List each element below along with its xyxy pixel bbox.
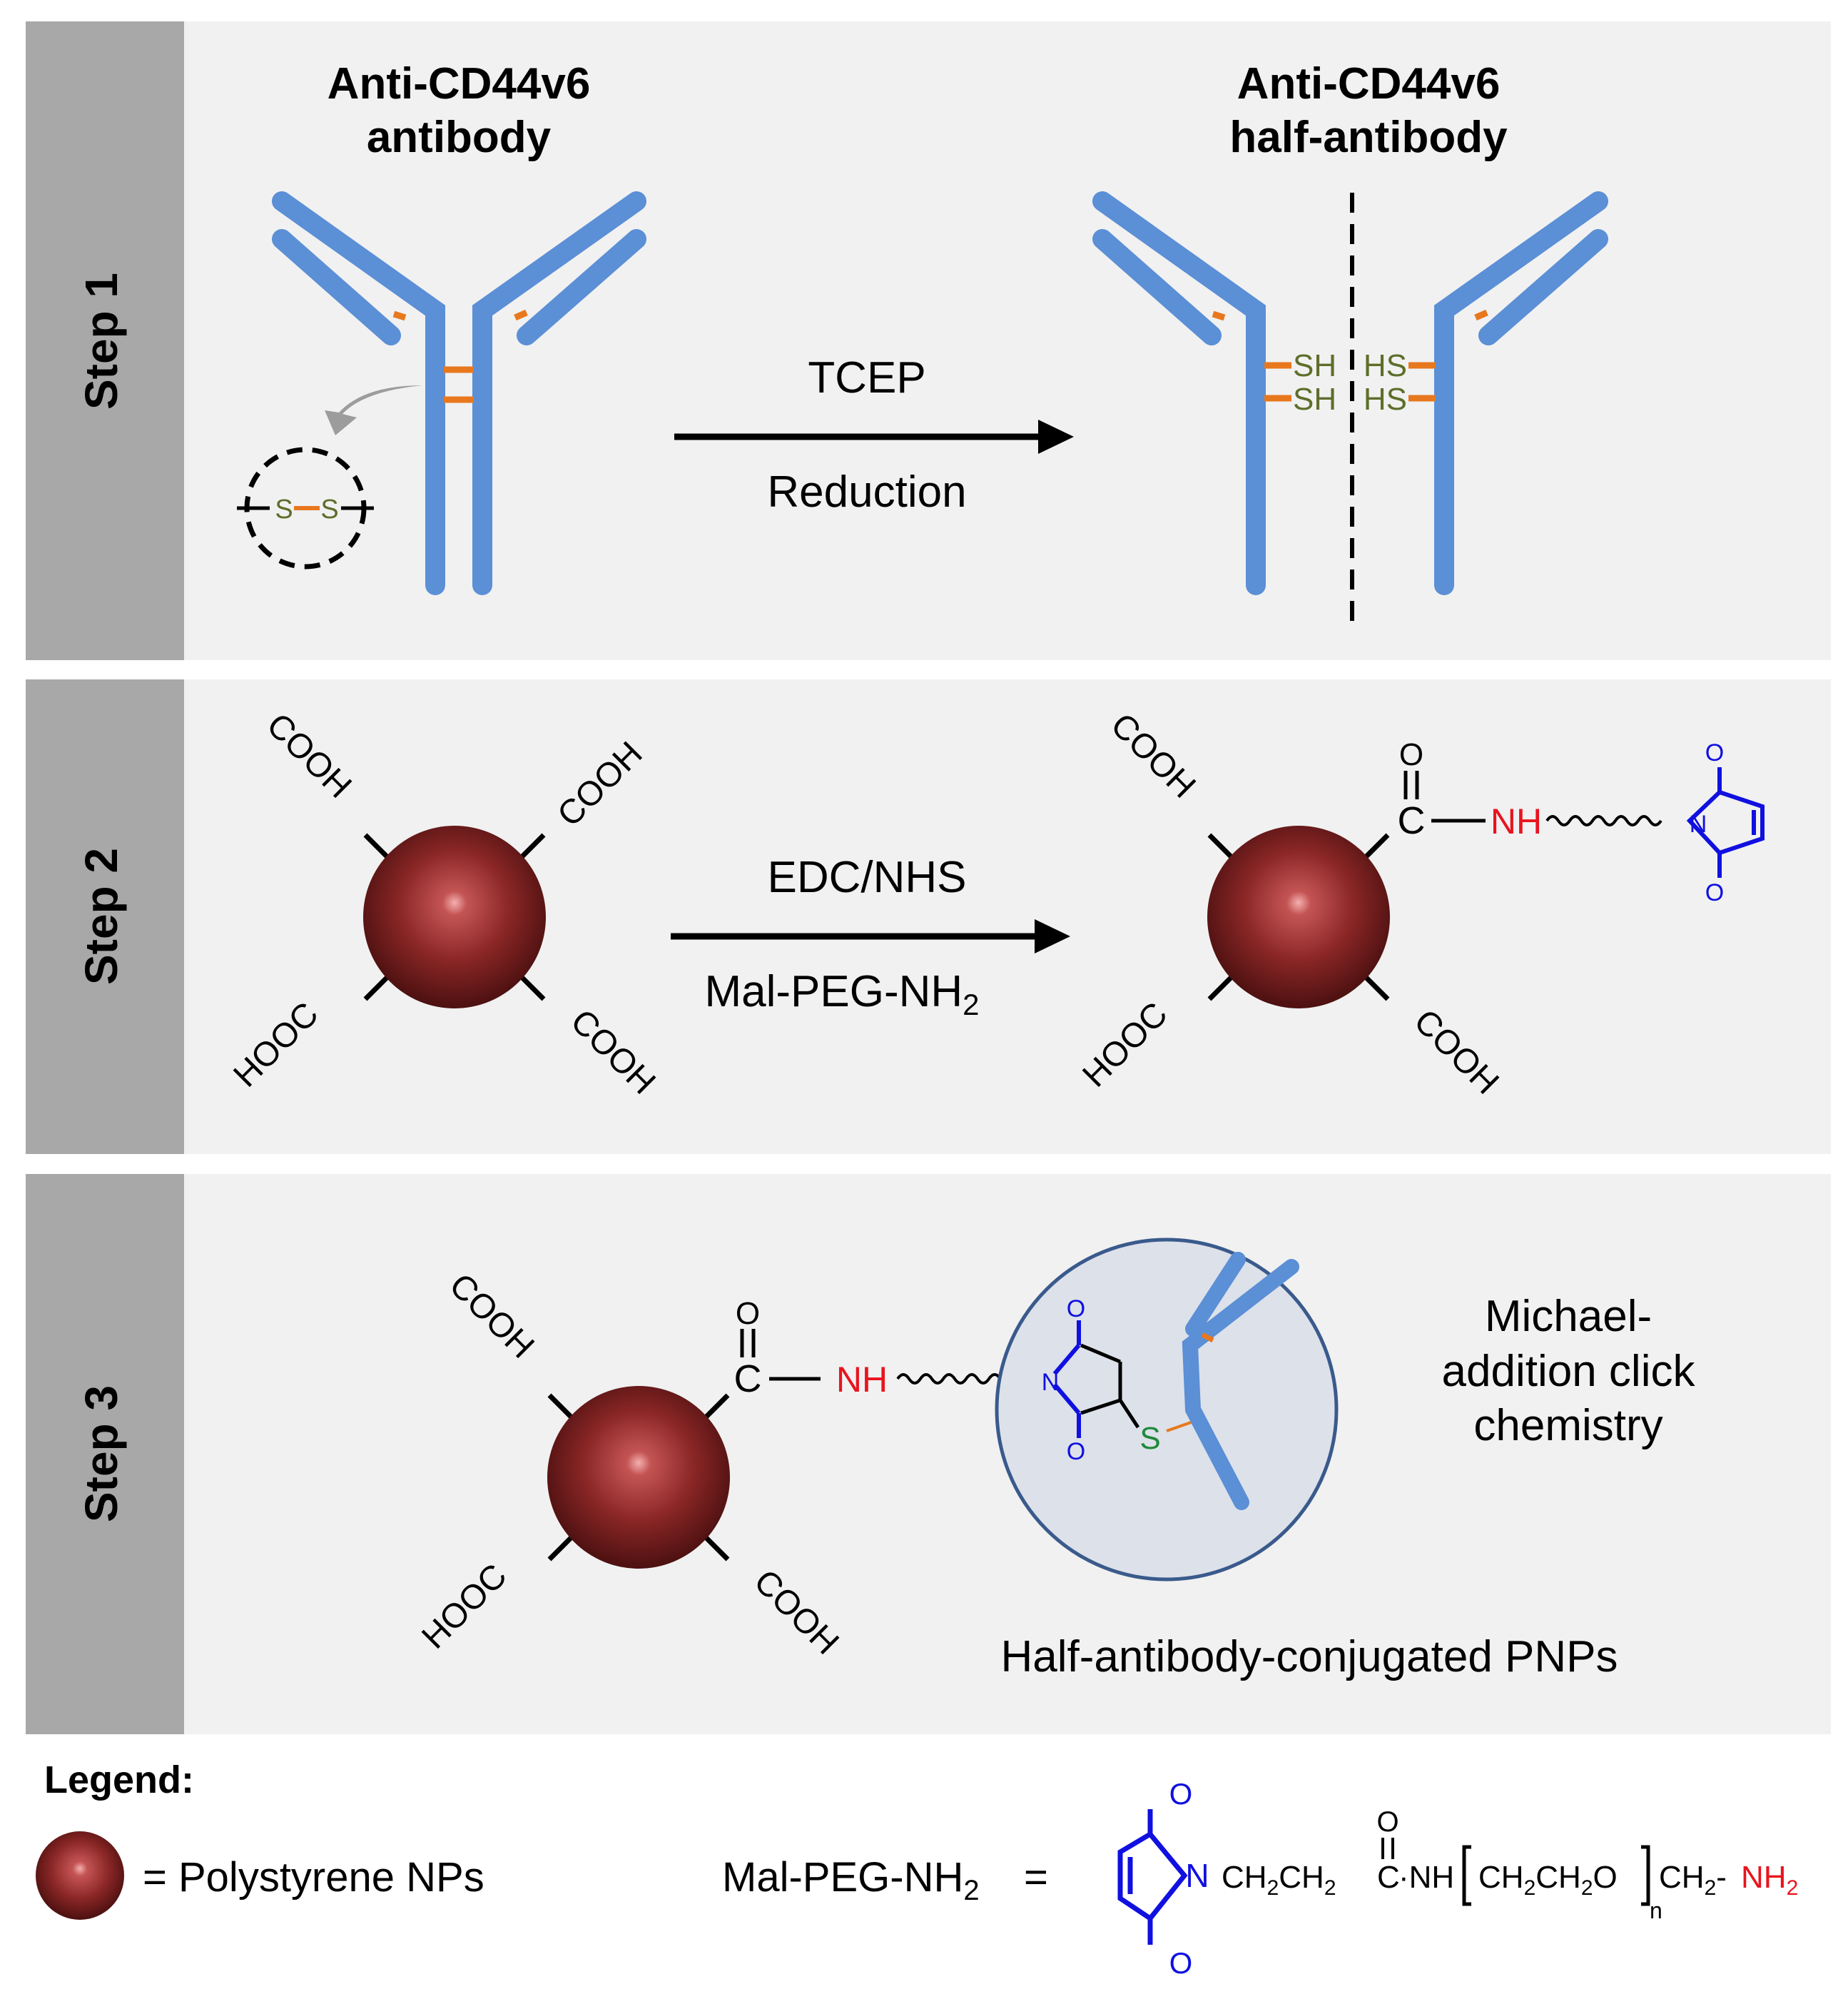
arrow-head-icon <box>1038 420 1074 454</box>
thiol-hs-bottom: HS <box>1364 382 1407 417</box>
legend-o-top: O <box>1169 1777 1193 1811</box>
legend-mal-peg-label: Mal-PEG-NH2 <box>722 1854 980 1906</box>
antibody-title-line2: antibody <box>367 113 552 162</box>
repeat-bracket-left <box>1462 1845 1471 1906</box>
half-antibody-left-icon <box>1092 191 1266 595</box>
disulfide-s-right: S <box>320 495 338 525</box>
polystyrene-np-legend-icon <box>36 1831 124 1920</box>
repeat-bracket-right <box>1641 1845 1650 1906</box>
legend-repeat-unit: CH2CH2O <box>1478 1860 1618 1900</box>
carbonyl-carbon: C <box>1398 799 1426 842</box>
antibody-icon <box>272 191 646 595</box>
arrow-reagent-tcep: TCEP <box>808 353 925 403</box>
half-antibody-right-icon <box>1434 191 1608 595</box>
panel-background <box>26 679 1831 1154</box>
polystyrene-np-icon <box>547 1386 730 1569</box>
arrow-reagent-edc-nhs: EDC/NHS <box>767 853 966 902</box>
step-label-bar <box>26 21 184 660</box>
legend-formula-chain: CH2CH2 <box>1222 1860 1336 1900</box>
legend-title: Legend: <box>44 1758 194 1801</box>
note-line-2: addition click <box>1442 1347 1696 1396</box>
legend-carbonyl-c: C <box>1377 1860 1400 1895</box>
succinimide-icon <box>1052 1320 1081 1438</box>
note-line-1: Michael- <box>1485 1292 1652 1341</box>
peg-chain <box>1545 815 1662 826</box>
thioether-s: S <box>1139 1421 1160 1456</box>
note-line-3: chemistry <box>1473 1401 1662 1450</box>
maleimide-n: N <box>1690 811 1707 838</box>
step-1-panel: Step 1 Anti-CD44v6 antibody Anti-CD44v6 … <box>26 21 1831 660</box>
maleimide-icon <box>1686 767 1765 878</box>
legend-ch2: CH2- <box>1659 1860 1727 1900</box>
amide-nh: NH <box>836 1360 888 1400</box>
step-1-label: Step 1 <box>76 273 127 410</box>
thiol-sh-bottom: SH <box>1293 382 1336 417</box>
polystyrene-np-icon <box>1207 826 1390 1008</box>
arrow-head-icon <box>1035 919 1070 953</box>
legend-o-bottom: O <box>1169 1946 1193 1980</box>
half-antibody-title-line2: half-antibody <box>1229 113 1508 162</box>
legend: Legend: = Polystyrene NPs Mal-PEG-NH2 = … <box>36 1758 1798 1980</box>
legend-carbonyl-o: O <box>1376 1806 1398 1838</box>
legend-np-label: = Polystyrene NPs <box>143 1854 484 1901</box>
maleimide-o-bottom: O <box>1705 879 1724 906</box>
arrow-condition-reduction: Reduction <box>767 467 966 517</box>
arrow-reagent-mal-peg: Mal-PEG-NH2 <box>704 967 979 1021</box>
legend-repeat-n: n <box>1650 1898 1662 1923</box>
antibody-title-line1: Anti-CD44v6 <box>328 59 591 108</box>
step-3-label: Step 3 <box>76 1385 127 1522</box>
half-antibody-conjugated-icon <box>1182 1252 1299 1510</box>
half-antibody-title-line1: Anti-CD44v6 <box>1237 59 1501 108</box>
amide-nh: NH <box>1491 801 1542 841</box>
thiol-hs-top: HS <box>1364 348 1407 383</box>
step-label-bar <box>26 1174 184 1734</box>
panel-background <box>26 21 1831 660</box>
carbonyl-carbon: C <box>734 1357 762 1400</box>
polystyrene-np-icon <box>363 826 546 1008</box>
step-2-panel: Step 2 COOH COOH HOOC COOH EDC/NHS Mal-P… <box>26 679 1831 1154</box>
zoom-pointer-icon <box>325 385 422 435</box>
carbonyl-oxygen: O <box>1399 737 1423 772</box>
succinimide-o-top: O <box>1067 1295 1085 1322</box>
legend-equals: = <box>1024 1854 1048 1901</box>
carbonyl-oxygen: O <box>736 1296 760 1331</box>
step-label-bar <box>26 679 184 1154</box>
maleimide-o-top: O <box>1705 739 1724 766</box>
conjugate-caption: Half-antibody-conjugated PNPs <box>1000 1632 1618 1681</box>
legend-maleimide-icon <box>1117 1809 1188 1945</box>
disulfide-s-left: S <box>275 495 293 525</box>
succinimide-o-bottom: O <box>1067 1438 1085 1465</box>
peg-chain <box>896 1373 1013 1385</box>
legend-n: N <box>1185 1857 1209 1894</box>
disulfide-bonds <box>392 309 528 403</box>
legend-amine: NH2 <box>1741 1860 1798 1900</box>
legend-nh: ·NH <box>1398 1860 1454 1895</box>
succinimide-n: N <box>1042 1369 1060 1396</box>
thiol-sh-top: SH <box>1293 348 1336 383</box>
panel-background <box>26 1174 1831 1734</box>
step-3-panel: Step 3 COOH HOOC COOH C O NH <box>26 1174 1831 1734</box>
step-2-label: Step 2 <box>76 848 127 985</box>
conjugate-zoom-circle <box>995 1238 1339 1582</box>
